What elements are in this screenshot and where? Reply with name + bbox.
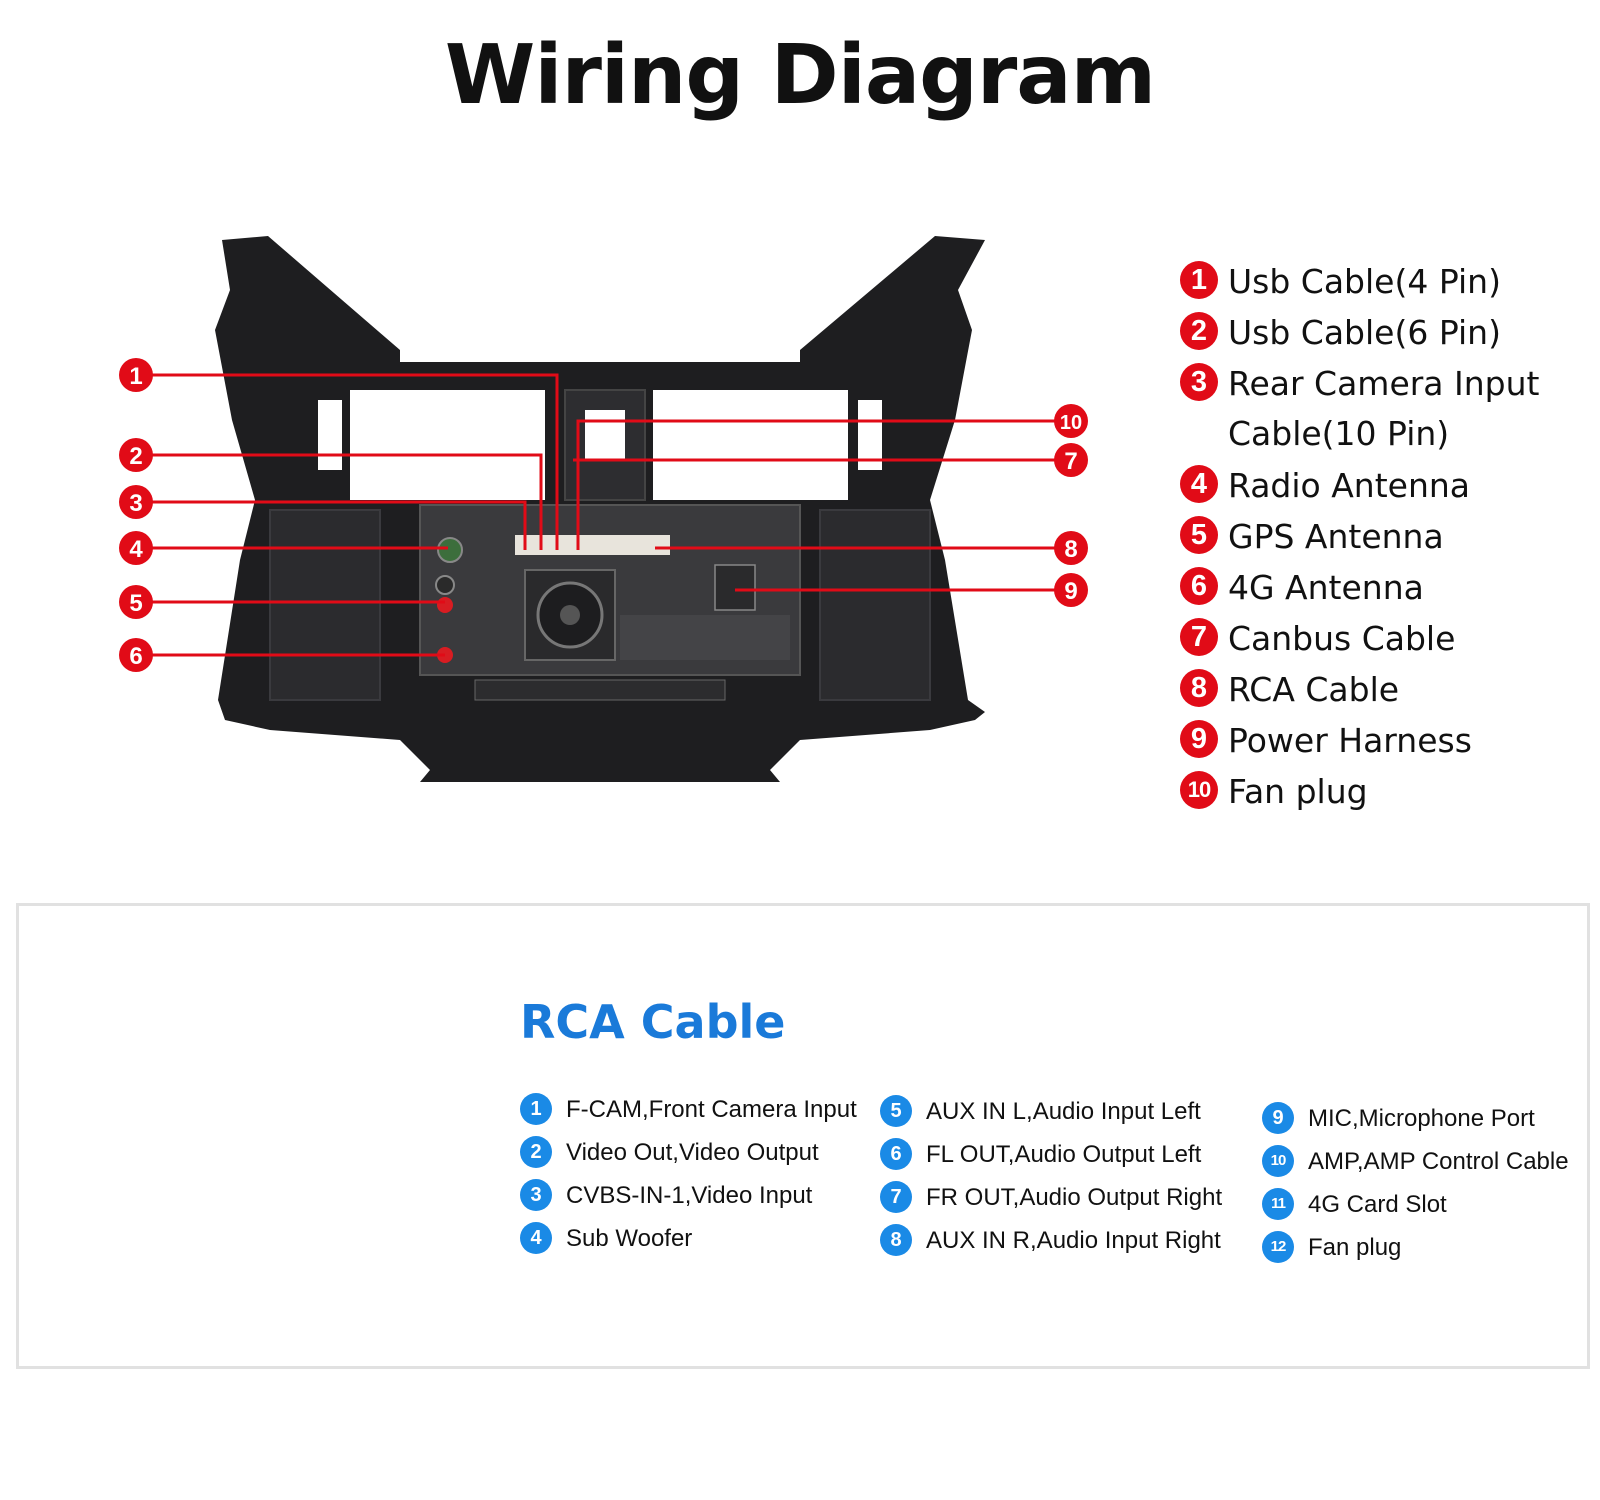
- callout-2-label: 2: [129, 443, 142, 470]
- rca-label-11: 4G Card Slot: [1308, 1191, 1447, 1218]
- rca-badge-2: 2: [520, 1136, 552, 1168]
- legend-label-10: Fan plug: [1228, 772, 1368, 811]
- rca-badge-6: 6: [880, 1138, 912, 1170]
- legend-badge-9: 9: [1180, 720, 1218, 758]
- legend-badge-8: 8: [1180, 669, 1218, 707]
- legend-badge-3: 3: [1180, 363, 1218, 401]
- callout-3-label: 3: [129, 490, 142, 517]
- legend-label-8: RCA Cable: [1228, 670, 1400, 709]
- rca-badge-11: 11: [1262, 1188, 1294, 1220]
- callout-4: 4: [119, 531, 153, 565]
- callout-1-label: 1: [129, 363, 142, 390]
- rca-title: RCA Cable: [520, 995, 786, 1049]
- legend-badge-4: 4: [1180, 465, 1218, 503]
- legend-badge-5: 5: [1180, 516, 1218, 554]
- callout-8-label: 8: [1064, 536, 1077, 563]
- legend-badge-10: 10: [1180, 771, 1218, 809]
- wiring-legend: 1 Usb Cable(4 Pin) 2 Usb Cable(6 Pin) 3 Rea…: [1180, 255, 1580, 816]
- rca-badge-10: 10: [1262, 1145, 1294, 1177]
- legend-label-4: Radio Antenna: [1228, 466, 1471, 505]
- legend-badge-6: 6: [1180, 567, 1218, 605]
- callout-2: 2: [119, 438, 153, 472]
- rca-badge-1: 1: [520, 1093, 552, 1125]
- rca-badge-4: 4: [520, 1222, 552, 1254]
- rca-label-1: F-CAM,Front Camera Input: [566, 1096, 857, 1123]
- callout-6-label: 6: [129, 643, 142, 670]
- callout-badges-right: 10 7 8 9: [1054, 404, 1088, 607]
- rca-label-10: AMP,AMP Control Cable: [1308, 1148, 1569, 1175]
- legend-item-7: 7 Canbus Cable: [1180, 612, 1580, 663]
- callout-1: 1: [119, 358, 153, 392]
- legend-label-5: GPS Antenna: [1228, 517, 1444, 556]
- rca-label-4: Sub Woofer: [566, 1225, 693, 1252]
- legend-item-4: 4 Radio Antenna: [1180, 459, 1580, 510]
- legend-item-1: 1 Usb Cable(4 Pin): [1180, 255, 1580, 306]
- legend-item-9: 9 Power Harness: [1180, 714, 1580, 765]
- legend-item-10: 10 Fan plug: [1180, 765, 1580, 816]
- rca-label-5: AUX IN L,Audio Input Left: [926, 1098, 1201, 1125]
- callout-badges-left: 1 2 3 4 5 6: [119, 358, 153, 672]
- rca-badge-9: 9: [1262, 1102, 1294, 1134]
- legend-item-8: 8 RCA Cable: [1180, 663, 1580, 714]
- rca-label-6: FL OUT,Audio Output Left: [926, 1141, 1202, 1168]
- rca-cable-panel: [16, 903, 1590, 1369]
- legend-item-3: 3 Rear Camera Input Cable(10 Pin): [1180, 357, 1580, 459]
- legend-item-5: 5 GPS Antenna: [1180, 510, 1580, 561]
- legend-label-2: Usb Cable(6 Pin): [1228, 313, 1501, 352]
- legend-item-6: 6 4G Antenna: [1180, 561, 1580, 612]
- callout-7: 7: [1054, 443, 1088, 477]
- legend-label-6: 4G Antenna: [1228, 568, 1424, 607]
- callout-9: 9: [1054, 573, 1088, 607]
- rca-badge-5: 5: [880, 1095, 912, 1127]
- legend-label-1: Usb Cable(4 Pin): [1228, 262, 1501, 301]
- rca-label-7: FR OUT,Audio Output Right: [926, 1184, 1223, 1211]
- legend-label-7: Canbus Cable: [1228, 619, 1456, 658]
- rca-label-12: Fan plug: [1308, 1234, 1402, 1261]
- callout-10-label: 10: [1060, 412, 1082, 434]
- callout-6: 6: [119, 638, 153, 672]
- callout-7-label: 7: [1064, 448, 1077, 475]
- rca-badge-12: 12: [1262, 1231, 1294, 1263]
- rca-badge-3: 3: [520, 1179, 552, 1211]
- callout-5: 5: [119, 585, 153, 619]
- legend-badge-1: 1: [1180, 261, 1218, 299]
- legend-label-3: Rear Camera Input Cable(10 Pin): [1228, 364, 1540, 453]
- callout-lines: [152, 373, 1055, 657]
- callout-3: 3: [119, 485, 153, 519]
- head-unit-frame: [215, 236, 985, 782]
- legend-label-9: Power Harness: [1228, 721, 1472, 760]
- callout-9-label: 9: [1064, 578, 1077, 605]
- rca-badge-7: 7: [880, 1181, 912, 1213]
- rca-label-2: Video Out,Video Output: [566, 1139, 819, 1166]
- page-title: Wiring Diagram: [444, 28, 1156, 123]
- legend-badge-7: 7: [1180, 618, 1218, 656]
- rca-label-3: CVBS-IN-1,Video Input: [566, 1182, 813, 1209]
- callout-5-label: 5: [129, 590, 142, 617]
- callout-8: 8: [1054, 531, 1088, 565]
- callout-4-label: 4: [129, 536, 143, 563]
- rca-label-8: AUX IN R,Audio Input Right: [926, 1227, 1221, 1254]
- rca-badge-8: 8: [880, 1224, 912, 1256]
- rca-label-9: MIC,Microphone Port: [1308, 1105, 1535, 1132]
- legend-item-2: 2 Usb Cable(6 Pin): [1180, 306, 1580, 357]
- callout-10: 10: [1054, 404, 1088, 438]
- legend-badge-2: 2: [1180, 312, 1218, 350]
